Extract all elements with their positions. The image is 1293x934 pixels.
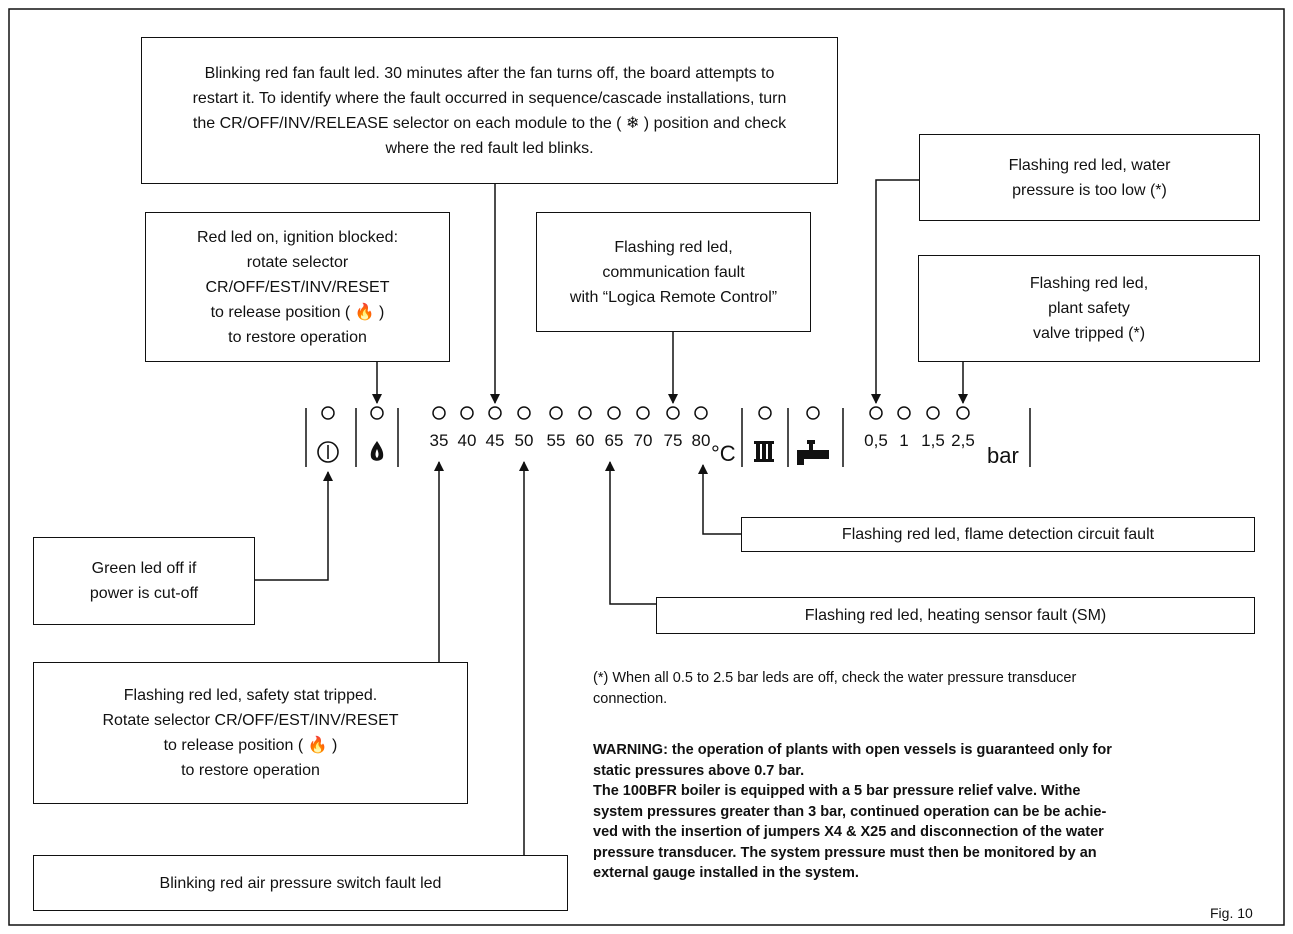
transducer-note: (*) When all 0.5 to 2.5 bar leds are off… [593, 670, 1077, 707]
led-50 [517, 406, 531, 420]
pressure-label: 1 [899, 431, 909, 450]
led-flame [370, 406, 384, 420]
arrow-flame-detection [698, 464, 741, 535]
led-heating [758, 406, 772, 420]
callout-safety-valve: Flashing red led, plant safety valve tri… [918, 255, 1260, 362]
led-75 [666, 406, 680, 420]
led-65 [607, 406, 621, 420]
temp-label: 50 [514, 431, 534, 450]
led-55 [549, 406, 563, 420]
outer-frame [8, 8, 1285, 926]
power-icon [317, 441, 339, 463]
callout-communication-fault: Flashing red led, communication fault wi… [536, 212, 811, 332]
temp-label: 70 [633, 431, 653, 450]
callout-safety-stat: Flashing red led, safety stat tripped. R… [33, 662, 468, 804]
arrow-pressure-low [871, 179, 919, 404]
callout-flame-detection: Flashing red led, flame detection circui… [741, 517, 1255, 552]
temp-label: 80 [691, 431, 711, 450]
pressure-unit: bar [987, 443, 1019, 468]
led-row [321, 406, 970, 420]
temp-label: 60 [575, 431, 595, 450]
led-power [321, 406, 335, 420]
led-1 [897, 406, 911, 420]
arrow-power [255, 471, 333, 581]
pressure-label: 2,5 [951, 431, 975, 450]
callout-heating-sensor: Flashing red led, heating sensor fault (… [656, 597, 1255, 634]
callout-pressure-low: Flashing red led, water pressure is too … [919, 134, 1260, 221]
pressure-label: 0,5 [864, 431, 888, 450]
figure-label: Fig. 10 [1210, 905, 1253, 921]
temp-label: 35 [429, 431, 449, 450]
led-70 [636, 406, 650, 420]
led-35 [432, 406, 446, 420]
led-45 [488, 406, 502, 420]
arrow-heating-sensor [605, 461, 656, 605]
led-2-5 [956, 406, 970, 420]
temp-label: 45 [485, 431, 505, 450]
callout-power-cut: Green led off if power is cut-off [33, 537, 255, 625]
led-dhw [806, 406, 820, 420]
temp-label: 75 [663, 431, 683, 450]
callout-ignition-blocked: Red led on, ignition blocked: rotate sel… [145, 212, 450, 362]
temp-unit: °C [711, 441, 736, 466]
flame-icon [370, 441, 384, 461]
led-80 [694, 406, 708, 420]
tap-icon [797, 440, 829, 465]
led-1-5 [926, 406, 940, 420]
callout-fan-fault: Blinking red fan fault led. 30 minutes a… [141, 37, 838, 184]
callout-air-pressure: Blinking red air pressure switch fault l… [33, 855, 568, 911]
led-0-5 [869, 406, 883, 420]
radiator-icon [754, 441, 774, 462]
temp-label: 65 [604, 431, 624, 450]
temp-label: 55 [546, 431, 566, 450]
led-60 [578, 406, 592, 420]
temp-label: 40 [457, 431, 477, 450]
warning-note: WARNING: the operation of plants with op… [593, 742, 1112, 881]
pressure-label: 1,5 [921, 431, 945, 450]
led-40 [460, 406, 474, 420]
